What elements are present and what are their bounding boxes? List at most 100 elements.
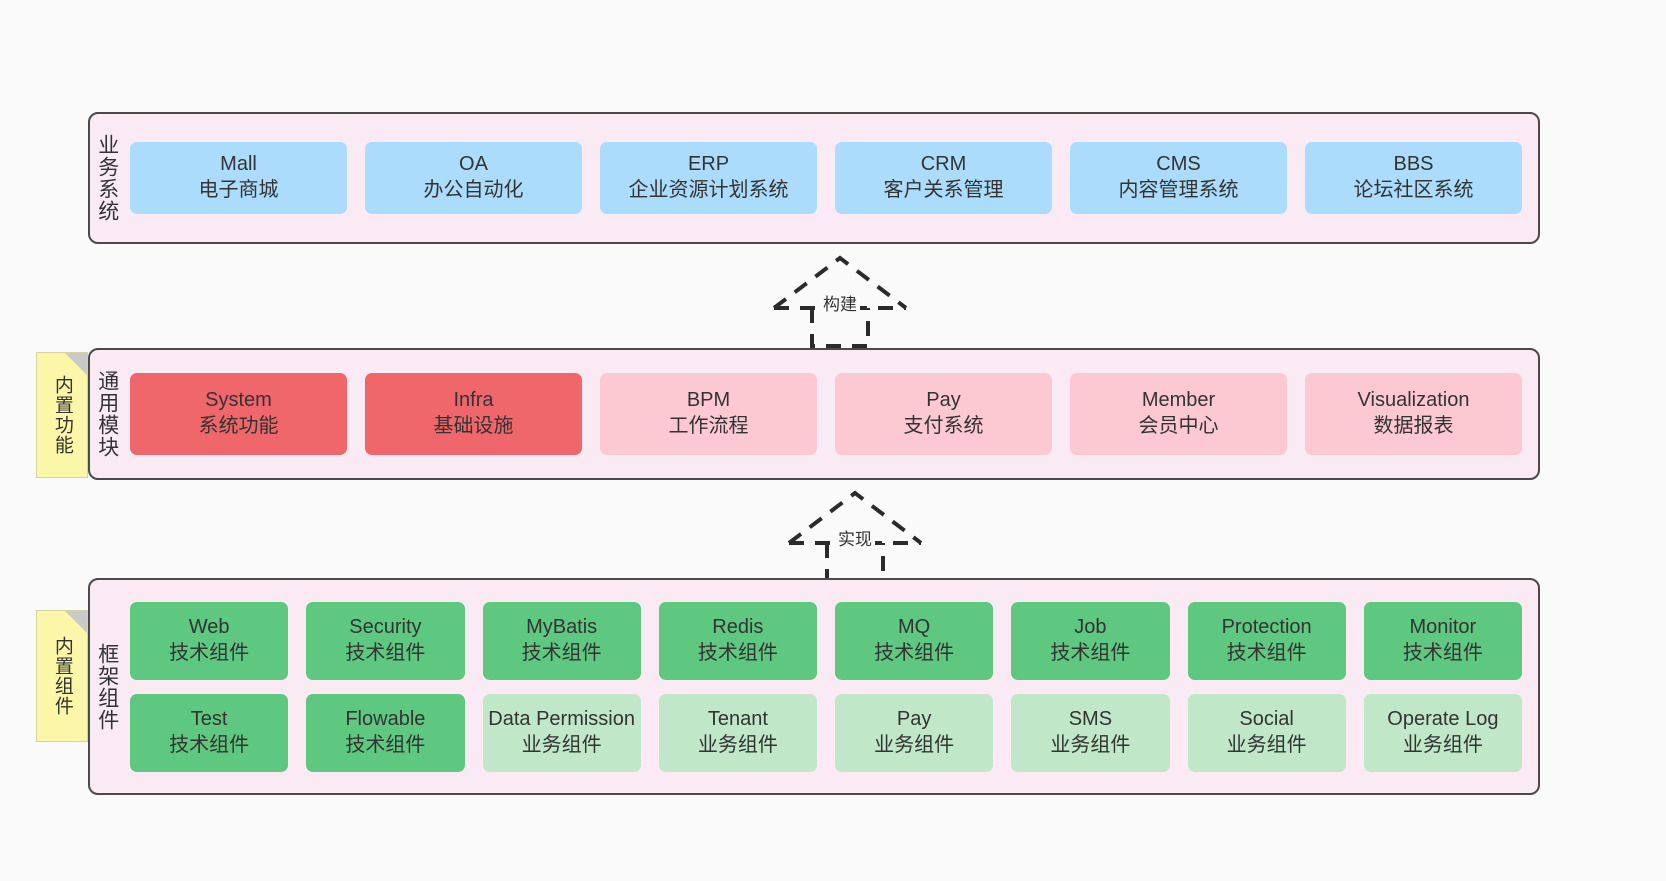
node-name: Operate Log — [1387, 707, 1499, 730]
node-redis[interactable]: Redis 技术组件 — [658, 601, 817, 680]
node-subtitle: 业务组件 — [1402, 733, 1483, 756]
node-name: Pay — [926, 389, 961, 412]
node-subtitle: 技术组件 — [169, 733, 250, 756]
node-subtitle: 客户关系管理 — [883, 179, 1004, 201]
node-row: Web 技术组件 Security 技术组件 MyBatis 技术组件 Redi… — [130, 601, 1522, 680]
layer-title-common: 通用模块 — [95, 370, 119, 458]
node-erp[interactable]: ERP 企业资源计划系统 — [600, 142, 817, 214]
node-name: Protection — [1221, 615, 1312, 638]
connector-implement: 实现 — [775, 487, 935, 583]
node-name: CRM — [920, 153, 967, 176]
layer-body-common: System 系统功能 Infra 基础设施 BPM 工作流程 Pay 支付系统… — [124, 350, 1538, 478]
node-row: System 系统功能 Infra 基础设施 BPM 工作流程 Pay 支付系统… — [130, 373, 1522, 455]
node-subtitle: 系统功能 — [198, 415, 279, 437]
node-web[interactable]: Web 技术组件 — [130, 601, 289, 680]
node-name: CMS — [1156, 153, 1201, 176]
node-subtitle: 业务组件 — [874, 733, 955, 756]
node-subtitle: 会员中心 — [1138, 415, 1219, 437]
node-bpm[interactable]: BPM 工作流程 — [600, 373, 817, 455]
node-infra[interactable]: Infra 基础设施 — [365, 373, 582, 455]
node-member[interactable]: Member 会员中心 — [1070, 373, 1287, 455]
node-subtitle: 技术组件 — [345, 641, 426, 664]
node-name: Redis — [712, 615, 764, 638]
node-cms[interactable]: CMS 内容管理系统 — [1070, 142, 1287, 214]
node-name: Social — [1239, 707, 1294, 730]
node-name: Monitor — [1409, 615, 1477, 638]
node-subtitle: 业务组件 — [1226, 733, 1307, 756]
node-name: MQ — [898, 615, 931, 638]
node-subtitle: 企业资源计划系统 — [628, 179, 789, 201]
connector-build-label: 构建 — [820, 290, 860, 315]
node-subtitle: 技术组件 — [345, 733, 426, 756]
node-test[interactable]: Test 技术组件 — [130, 693, 289, 772]
node-name: ERP — [687, 153, 730, 176]
node-operate-log[interactable]: Operate Log 业务组件 — [1363, 693, 1522, 772]
node-subtitle: 技术组件 — [1402, 641, 1483, 664]
node-subtitle: 技术组件 — [697, 641, 778, 664]
node-subtitle: 技术组件 — [1226, 641, 1307, 664]
node-name: Visualization — [1357, 389, 1470, 412]
node-subtitle: 数据报表 — [1373, 415, 1454, 437]
node-subtitle: 业务组件 — [521, 733, 602, 756]
note-label: 内置组件 — [51, 636, 73, 716]
node-subtitle: 业务组件 — [1050, 733, 1131, 756]
node-mall[interactable]: Mall 电子商城 — [130, 142, 347, 214]
node-name: Mall — [220, 153, 257, 176]
node-pay[interactable]: Pay 支付系统 — [835, 373, 1052, 455]
note-builtin-function: 内置功能 — [36, 352, 88, 478]
note-builtin-component: 内置组件 — [36, 610, 88, 742]
node-name: Security — [349, 615, 422, 638]
node-subtitle: 技术组件 — [1050, 641, 1131, 664]
node-name: OA — [459, 153, 488, 176]
node-subtitle: 内容管理系统 — [1118, 179, 1239, 201]
node-oa[interactable]: OA 办公自动化 — [365, 142, 582, 214]
node-job[interactable]: Job 技术组件 — [1011, 601, 1170, 680]
node-name: Web — [188, 615, 230, 638]
node-subtitle: 办公自动化 — [423, 179, 524, 201]
layer-framework-component: 框架组件 Web 技术组件 Security 技术组件 MyBatis 技术组件… — [88, 578, 1540, 795]
node-subtitle: 支付系统 — [903, 415, 984, 437]
node-name: Tenant — [707, 707, 768, 730]
node-tenant[interactable]: Tenant 业务组件 — [658, 693, 817, 772]
node-row: Test 技术组件 Flowable 技术组件 Data Permission … — [130, 693, 1522, 772]
note-label: 内置功能 — [51, 375, 73, 455]
node-name: BPM — [686, 389, 731, 412]
node-name: SMS — [1068, 707, 1113, 730]
node-monitor[interactable]: Monitor 技术组件 — [1363, 601, 1522, 680]
node-name: System — [205, 389, 272, 412]
node-sms[interactable]: SMS 业务组件 — [1011, 693, 1170, 772]
node-name: Infra — [453, 389, 494, 412]
node-subtitle: 工作流程 — [668, 415, 749, 437]
node-security[interactable]: Security 技术组件 — [306, 601, 465, 680]
node-subtitle: 技术组件 — [521, 641, 602, 664]
node-subtitle: 技术组件 — [874, 641, 955, 664]
node-flowable[interactable]: Flowable 技术组件 — [306, 693, 465, 772]
node-data-permission[interactable]: Data Permission 业务组件 — [482, 693, 641, 772]
node-row: Mall 电子商城 OA 办公自动化 ERP 企业资源计划系统 CRM 客户关系… — [130, 142, 1522, 214]
connector-implement-label: 实现 — [835, 525, 875, 550]
node-pay-component[interactable]: Pay 业务组件 — [835, 693, 994, 772]
node-subtitle: 基础设施 — [433, 415, 514, 437]
node-mq[interactable]: MQ 技术组件 — [835, 601, 994, 680]
node-name: Job — [1074, 615, 1107, 638]
node-mybatis[interactable]: MyBatis 技术组件 — [482, 601, 641, 680]
node-name: Test — [190, 707, 228, 730]
node-visualization[interactable]: Visualization 数据报表 — [1305, 373, 1522, 455]
node-bbs[interactable]: BBS 论坛社区系统 — [1305, 142, 1522, 214]
layer-body-framework: Web 技术组件 Security 技术组件 MyBatis 技术组件 Redi… — [124, 580, 1538, 793]
node-name: MyBatis — [526, 615, 598, 638]
node-subtitle: 技术组件 — [169, 641, 250, 664]
connector-build: 构建 — [760, 252, 920, 348]
node-subtitle: 电子商城 — [198, 179, 279, 201]
node-protection[interactable]: Protection 技术组件 — [1187, 601, 1346, 680]
node-crm[interactable]: CRM 客户关系管理 — [835, 142, 1052, 214]
node-name: BBS — [1393, 153, 1434, 176]
node-name: Member — [1141, 389, 1216, 412]
layer-title-business: 业务系统 — [95, 134, 119, 222]
node-social[interactable]: Social 业务组件 — [1187, 693, 1346, 772]
node-system[interactable]: System 系统功能 — [130, 373, 347, 455]
layer-business-system: 业务系统 Mall 电子商城 OA 办公自动化 ERP 企业资源计划系统 CRM… — [88, 112, 1540, 244]
node-name: Pay — [896, 707, 932, 730]
layer-body-business: Mall 电子商城 OA 办公自动化 ERP 企业资源计划系统 CRM 客户关系… — [124, 114, 1538, 242]
